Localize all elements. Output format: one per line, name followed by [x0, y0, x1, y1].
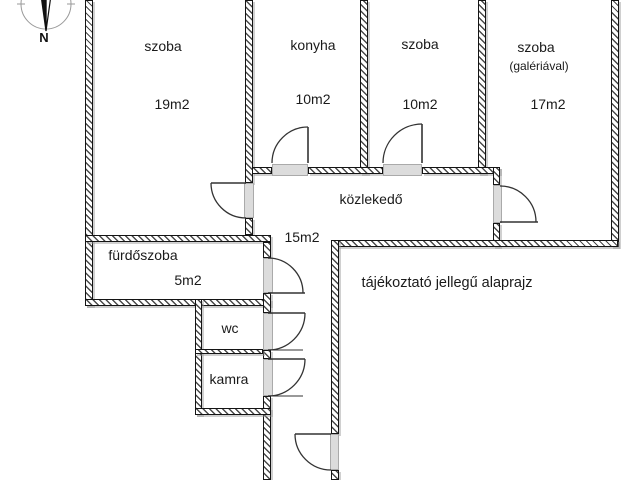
room-label-pantry: kamra	[209, 371, 249, 387]
wall-hall-top-3	[422, 167, 500, 174]
room-label-room10: szoba	[401, 36, 439, 52]
compass-north-label: N	[39, 30, 48, 45]
area-label-bathroom: 5m2	[174, 272, 202, 288]
wall-corridor-right-2	[331, 470, 339, 480]
compass-needle-solid	[41, 0, 47, 32]
door-room10	[382, 123, 423, 164]
door-sill-room10	[383, 164, 422, 176]
wall-corridor-left-2	[263, 293, 271, 313]
wall-outer-right	[611, 0, 619, 247]
compass-center-dot	[42, 6, 46, 10]
door-sill-entry	[330, 434, 339, 470]
wall-room17-left-upper	[493, 167, 500, 185]
door-sill-bathroom	[263, 258, 273, 293]
door-pantry	[267, 358, 306, 397]
wall-bathroom-bottom	[85, 299, 271, 306]
room-label-bathroom: fürdőszoba	[108, 247, 178, 263]
compass: N	[17, 0, 75, 45]
wall-corridor-right-1	[331, 240, 339, 434]
room-sublabel-room17: (galériával)	[509, 59, 569, 73]
wall-room19-hall	[245, 218, 253, 235]
door-sill-room19	[244, 183, 254, 218]
wall-room19-kitchen	[245, 0, 253, 183]
room-label-wc: wc	[221, 320, 239, 336]
door-room19	[210, 182, 247, 219]
wall-pantry-bottom	[195, 408, 271, 415]
room-label-kitchen: konyha	[290, 37, 336, 53]
wall-corridor-left-1	[263, 242, 271, 258]
wall-hall-bottom	[331, 240, 618, 247]
door-entry	[294, 433, 332, 471]
area-label-room19: 19m2	[154, 96, 190, 112]
compass-needle-outline	[45, 0, 51, 32]
area-label-room17: 17m2	[530, 96, 566, 112]
wall-hall-top-2	[308, 167, 383, 174]
room-label-room17: szoba	[517, 39, 555, 55]
wall-hall-top-1	[252, 167, 272, 174]
compass-circle	[20, 0, 72, 30]
area-label-kitchen: 10m2	[295, 91, 331, 107]
door-sill-kitchen	[272, 164, 308, 176]
door-kitchen	[271, 126, 309, 164]
door-bathroom	[267, 257, 305, 294]
wall-outer-left	[85, 0, 93, 306]
wall-kitchen-room10	[360, 0, 368, 174]
disclaimer-note: tájékoztató jellegű alaprajz	[361, 274, 533, 291]
door-wc	[267, 312, 306, 351]
door-sill-pantry	[263, 359, 273, 396]
wall-room10-room17	[478, 0, 486, 174]
door-room17	[499, 185, 538, 223]
room-label-room19: szoba	[144, 38, 182, 54]
wall-corridor-left-3	[263, 350, 271, 359]
door-sill-wc	[263, 313, 273, 350]
wall-wc-pantry-left	[195, 299, 202, 415]
area-label-room10: 10m2	[402, 96, 438, 112]
door-sill-room17	[493, 185, 502, 223]
wall-bathroom-top	[85, 235, 271, 242]
area-label-hallway: 15m2	[284, 229, 320, 245]
room-label-hallway: közlekedő	[339, 191, 403, 207]
wall-wc-pantry-divider	[195, 349, 263, 354]
